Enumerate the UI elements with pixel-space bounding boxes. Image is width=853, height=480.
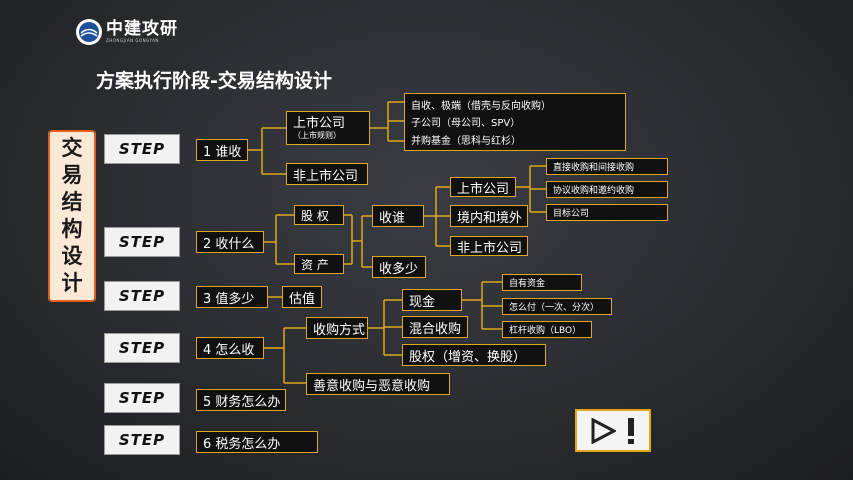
page-title: 方案执行阶段-交易结构设计 <box>96 70 332 92</box>
method-item: 并购基金（思科与红杉） <box>411 135 521 147</box>
node-cash-source: 自有资金 <box>502 274 582 291</box>
side-title-char: 构 <box>61 217 83 241</box>
step-badge: STEP <box>104 134 180 164</box>
step-badge: STEP <box>104 227 180 257</box>
side-title: 交 易 结 构 设 计 <box>48 130 96 302</box>
node-target-domestic-foreign: 境内和境外 <box>450 205 528 227</box>
play-icon <box>591 417 616 444</box>
node-listed-company-label: 上市公司 <box>293 115 346 131</box>
node-hybrid: 混合收购 <box>402 316 468 338</box>
side-title-char: 易 <box>61 163 83 187</box>
logo-globe-icon <box>76 19 102 45</box>
node-assets: 资 产 <box>294 254 344 274</box>
step-3-label: 3 值多少 <box>196 286 268 308</box>
node-equity: 股 权 <box>294 205 344 225</box>
step-badge: STEP <box>104 383 180 413</box>
node-listed-method: 协议收购和邀约收购 <box>546 181 668 198</box>
node-target: 收谁 <box>372 205 424 227</box>
node-friendly-hostile: 善意收购与恶意收购 <box>306 373 450 395</box>
node-listed-company-note: （上市规则） <box>293 130 341 140</box>
step-badge: STEP <box>104 425 180 455</box>
node-target-unlisted: 非上市公司 <box>450 236 528 256</box>
node-amount: 收多少 <box>372 256 426 278</box>
node-listed-method: 直接收购和间接收购 <box>546 158 668 175</box>
node-cash-source: 杠杆收购（LBO） <box>502 321 592 338</box>
step-5-label: 5 财务怎么办 <box>196 389 286 411</box>
node-listed-company: 上市公司 （上市规则） <box>286 111 370 145</box>
side-title-char: 计 <box>61 271 83 295</box>
side-title-char: 交 <box>61 136 83 160</box>
step-1-label: 1 谁收 <box>196 139 248 161</box>
node-acquirer-methods: 自收、极端（借壳与反向收购） 子公司（母公司、SPV） 并购基金（思科与红杉） <box>404 93 626 151</box>
next-button[interactable] <box>575 409 651 452</box>
step-2-label: 2 收什么 <box>196 231 264 253</box>
side-title-char: 设 <box>61 244 83 268</box>
node-cash: 现金 <box>402 289 462 311</box>
side-title-char: 结 <box>61 190 83 214</box>
logo-subtitle: ZHONGJIAN GONGYAN <box>106 38 159 43</box>
logo-name: 中建攻研 <box>106 19 178 39</box>
node-acquisition-method: 收购方式 <box>306 317 368 339</box>
method-item: 子公司（母公司、SPV） <box>411 118 521 130</box>
step-badge: STEP <box>104 333 180 363</box>
step-6-label: 6 税务怎么办 <box>196 431 318 453</box>
brand-logo: 中建攻研 ZHONGJIAN GONGYAN <box>76 16 196 48</box>
step-badge: STEP <box>104 281 180 311</box>
node-unlisted-company: 非上市公司 <box>286 163 368 185</box>
step-4-label: 4 怎么收 <box>196 337 264 359</box>
method-item: 自收、极端（借壳与反向收购） <box>411 101 551 113</box>
node-target-listed: 上市公司 <box>450 177 516 197</box>
node-stock: 股权（增资、换股） <box>402 344 546 366</box>
exclamation-icon <box>628 417 634 444</box>
node-listed-method: 目标公司 <box>546 204 668 221</box>
node-cash-source: 怎么付（一次、分次） <box>502 298 612 315</box>
node-valuation: 估值 <box>282 286 322 308</box>
